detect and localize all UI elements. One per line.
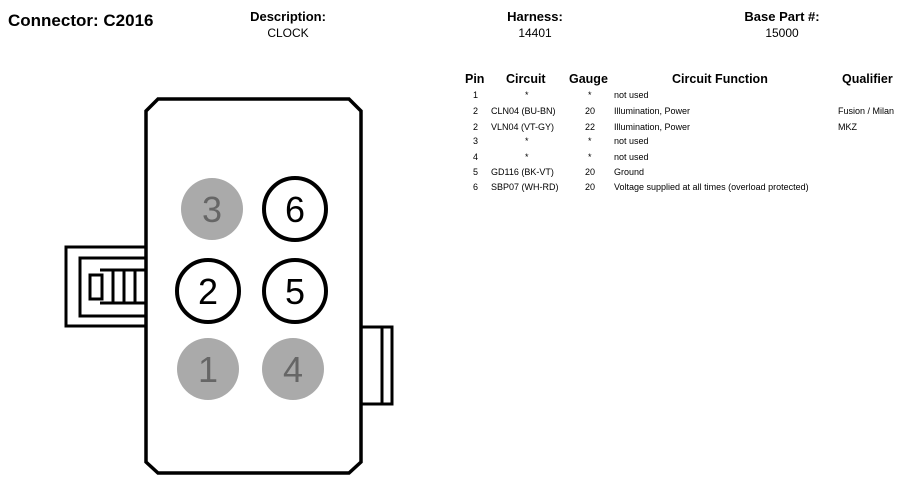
pin-label: 4 — [283, 349, 303, 390]
column-header-gauge: Gauge — [569, 72, 608, 86]
table-cell-circuit: * — [525, 136, 529, 146]
table-cell-gauge: * — [588, 136, 592, 146]
table-cell-pin: 1 — [473, 90, 479, 100]
table-cell-function: not used — [614, 152, 649, 162]
table-cell-function: not used — [614, 136, 649, 146]
column-header-qualifier: Qualifier — [842, 72, 893, 86]
table-cell-function: Illumination, Power — [614, 122, 691, 132]
table-cell-gauge: 20 — [585, 167, 596, 177]
table-cell-gauge: * — [588, 90, 592, 100]
table-cell-gauge: 20 — [585, 182, 596, 192]
table-cell-function: Illumination, Power — [614, 106, 691, 116]
harness-label: Harness: — [507, 9, 563, 24]
table-cell-circuit: VLN04 (VT-GY) — [491, 122, 555, 132]
table-cell-circuit: * — [525, 90, 529, 100]
table-cell-pin: 3 — [473, 136, 479, 146]
pin-label: 6 — [285, 189, 305, 230]
key-tab — [359, 325, 394, 406]
pin-table: Pin Circuit Gauge Circuit Function Quali… — [0, 0, 908, 200]
cavity-pin-1: 1 — [177, 338, 239, 400]
cavity-pin-5: 5 — [262, 258, 328, 324]
connector-title: Connector: C2016 — [8, 11, 154, 30]
harness-block: Harness: 14401 — [435, 8, 635, 42]
description-block: Description: CLOCK — [188, 8, 388, 42]
description-label: Description: — [250, 9, 326, 24]
column-header-function: Circuit Function — [672, 72, 768, 86]
table-cell-circuit: CLN04 (BU-BN) — [491, 106, 556, 116]
pin-label: 1 — [198, 349, 218, 390]
table-cell-circuit: GD116 (BK-VT) — [491, 167, 554, 177]
table-cell-pin: 4 — [473, 152, 479, 162]
locking-latch — [64, 245, 148, 328]
table-cell-pin: 5 — [473, 167, 479, 177]
cavity-pin-4: 4 — [262, 338, 324, 400]
table-cell-gauge: 22 — [585, 122, 596, 132]
table-cell-circuit: * — [525, 152, 529, 162]
table-cell-pin: 2 — [473, 106, 479, 116]
description-value: CLOCK — [267, 26, 309, 40]
table-cell-gauge: 20 — [585, 106, 596, 116]
table-cell-pin: 6 — [473, 182, 479, 192]
pin-label: 5 — [285, 271, 305, 312]
base-part-label: Base Part #: — [744, 9, 820, 24]
table-cell-qualifier: MKZ — [838, 122, 857, 132]
table-cell-function: not used — [614, 90, 649, 100]
table-cell-function: Voltage supplied at all times (overload … — [614, 182, 809, 192]
cavity-pin-2: 2 — [175, 258, 241, 324]
table-cell-function: Ground — [614, 167, 645, 177]
base-part-block: Base Part #: 15000 — [682, 8, 882, 42]
column-header-pin: Pin — [465, 72, 485, 86]
table-cell-circuit: SBP07 (WH-RD) — [491, 182, 559, 192]
column-header-circuit: Circuit — [506, 72, 546, 86]
table-cell-qualifier: Fusion / Milan — [838, 106, 895, 116]
table-cell-pin: 2 — [473, 122, 479, 132]
table-cell-gauge: * — [588, 152, 592, 162]
cavity-pin-3: 3 — [181, 178, 243, 240]
pin-label: 3 — [202, 189, 222, 230]
pin-label: 2 — [198, 271, 218, 312]
cavity-pin-6: 6 — [262, 176, 328, 242]
harness-value: 14401 — [518, 26, 552, 40]
base-part-value: 15000 — [765, 26, 799, 40]
